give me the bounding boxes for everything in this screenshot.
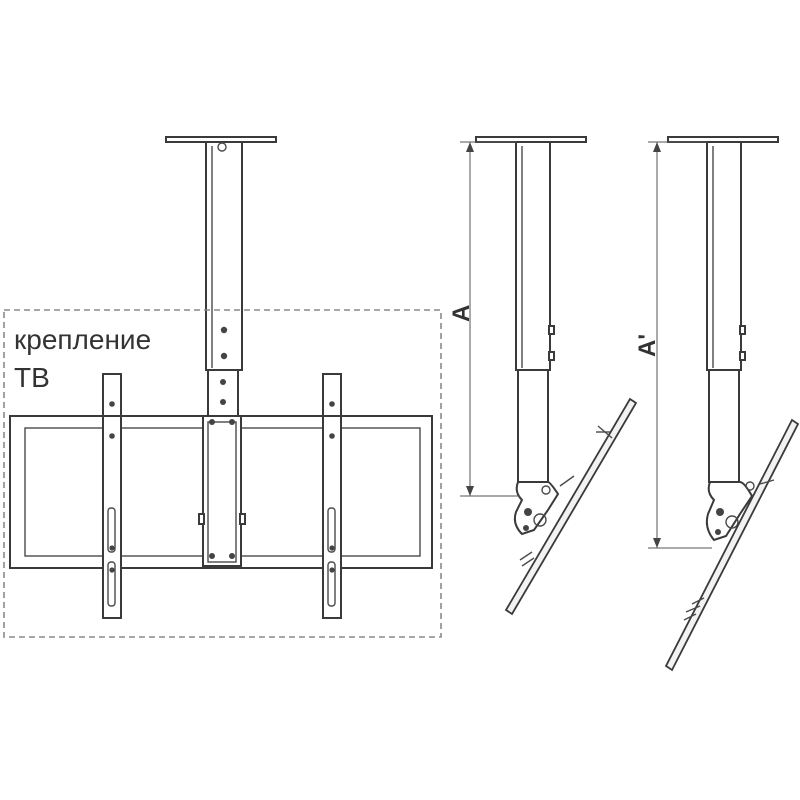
- pole-top-bolt: [217, 142, 227, 152]
- side-a-inner-pole: [517, 369, 549, 483]
- side-b-inner-pole: [708, 369, 740, 483]
- right-vertical-arm: [322, 373, 342, 619]
- side-b-hinge: [705, 481, 754, 542]
- center-bracket-plate: [202, 415, 242, 567]
- side-b-outer-pole: [706, 141, 742, 371]
- dim-a-label: A: [448, 305, 475, 322]
- left-vertical-arm: [102, 373, 122, 619]
- front-view: крепление ТВ: [3, 136, 442, 638]
- side-view-a-prime: A': [634, 136, 800, 672]
- side-view-a: A: [448, 136, 638, 616]
- tv-outline-dashed: [3, 309, 442, 638]
- mount-caption-line1: крепление: [14, 324, 151, 355]
- side-a-hinge: [513, 481, 560, 536]
- side-a-outer-pole: [515, 141, 551, 371]
- front-inner-pole: [207, 369, 239, 419]
- mount-caption-line2: ТВ: [14, 362, 50, 393]
- dim-a-prime-label: A': [634, 334, 661, 357]
- side-a-tilted-plate: [504, 397, 638, 616]
